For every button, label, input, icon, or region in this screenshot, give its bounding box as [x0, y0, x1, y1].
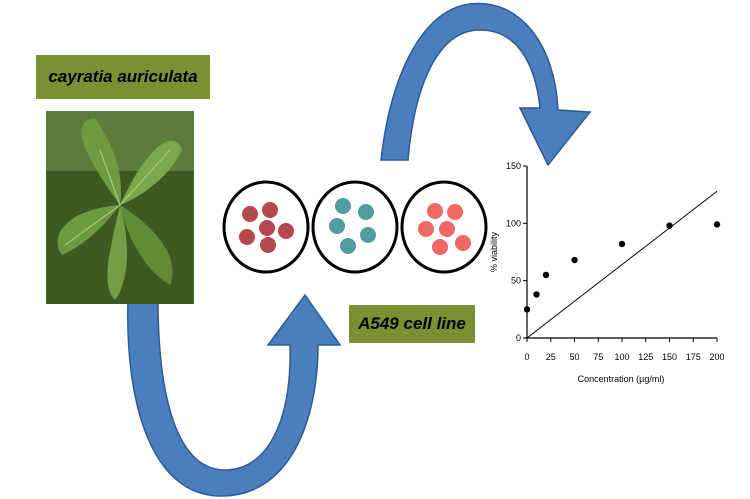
trendline — [526, 190, 718, 339]
x-tick-label: 50 — [569, 352, 579, 362]
y-axis-label: % viability — [489, 231, 499, 272]
x-tick-label: 25 — [546, 352, 556, 362]
data-point — [618, 240, 626, 248]
petri-dish-2 — [311, 180, 399, 274]
top-curved-arrow — [380, 2, 592, 167]
bottom-curved-arrow — [127, 293, 342, 497]
data-point — [571, 256, 578, 264]
x-tick-label: 125 — [638, 352, 653, 362]
x-tick-label: 175 — [686, 352, 701, 362]
x-tick-label: 100 — [614, 352, 629, 362]
petri-dish-3 — [400, 180, 488, 274]
plant-photo — [46, 111, 194, 304]
y-ticks: 0 50 100 150 — [506, 161, 527, 343]
x-tick-label: 200 — [709, 352, 724, 362]
plant-name-label: cayratia auriculata — [36, 55, 210, 99]
y-tick-label: 0 — [516, 333, 521, 343]
cell-line-label: A549 cell line — [349, 305, 475, 343]
data-point — [542, 271, 550, 279]
data-point — [666, 222, 673, 229]
x-tick-label: 75 — [593, 352, 603, 362]
y-tick-label: 50 — [511, 276, 521, 286]
x-ticks: 0 25 50 75 100 125 150 175 200 — [524, 338, 725, 362]
petri-dish-1 — [222, 180, 310, 274]
x-axis-label: Concentration (µg/ml) — [578, 374, 665, 384]
data-point — [533, 291, 540, 298]
x-tick-label: 0 — [524, 352, 529, 362]
data-point — [713, 221, 721, 228]
data-points — [523, 221, 721, 313]
data-point — [523, 306, 531, 313]
y-tick-label: 100 — [506, 218, 521, 228]
viability-chart: 0 50 100 150 0 25 50 75 100 125 150 175 200 % viabi… — [489, 161, 725, 384]
y-tick-label: 150 — [506, 161, 521, 171]
x-tick-label: 150 — [662, 352, 677, 362]
